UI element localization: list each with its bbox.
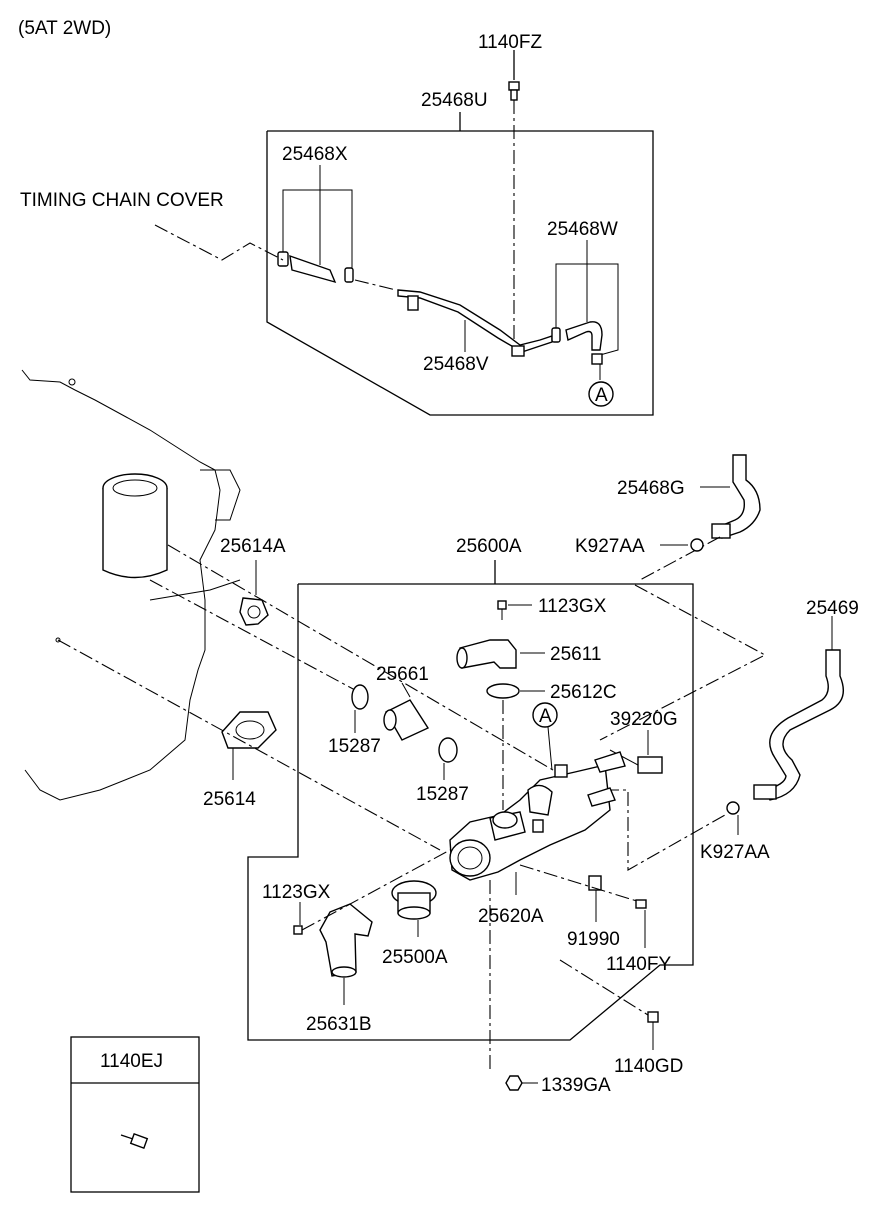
label-25468x: 25468X (282, 144, 348, 165)
label-k927aa-lower: K927AA (700, 842, 770, 863)
label-25661: 25661 (376, 664, 429, 685)
bolt-1123gx-top (497, 600, 532, 620)
upper-assembly-box (266, 112, 654, 416)
label-1140fy: 1140FY (606, 954, 671, 975)
label-ref-a-upper: A (595, 385, 608, 406)
label-1123gx-left: 1123GX (262, 882, 331, 903)
oring-15287-a (351, 684, 369, 733)
label-25612c: 25612C (550, 682, 617, 703)
bolt-1123gx-left (293, 849, 451, 935)
label-25468u: 25468U (421, 90, 488, 111)
lower-assembly-box (247, 560, 694, 1041)
label-25614: 25614 (203, 789, 256, 810)
label-25468v: 25468V (423, 354, 489, 375)
variant-label: (5AT 2WD) (18, 18, 111, 39)
bolt-1140ej-icon (120, 1133, 149, 1149)
pipe-25661 (383, 682, 430, 741)
label-k927aa-upper: K927AA (575, 536, 645, 557)
oring-25612c (486, 683, 545, 810)
hose-25468g (639, 454, 761, 581)
label-25614a: 25614A (220, 536, 286, 557)
gasket-25614a (239, 560, 269, 626)
bolt-1140fy (635, 899, 647, 948)
hose-25468x (277, 165, 354, 284)
hose-25468w (551, 240, 619, 407)
clamp-k927aa-lower (726, 801, 740, 835)
label-15287-b: 15287 (416, 784, 469, 805)
label-25500a: 25500A (382, 947, 448, 968)
label-25620a: 25620A (478, 906, 544, 927)
label-25468w: 25468W (547, 219, 618, 240)
label-25469: 25469 (806, 598, 859, 619)
bolt-1140gd (559, 959, 659, 1050)
housing-25620a (449, 751, 626, 895)
hose-25469 (753, 616, 844, 801)
label-91990: 91990 (567, 929, 620, 950)
cover-25631b (319, 903, 373, 1005)
bolt-1140fz (508, 50, 520, 340)
label-1140fz: 1140FZ (478, 32, 542, 53)
thermostat-25500a (391, 880, 437, 937)
label-1140gd: 1140GD (614, 1056, 683, 1077)
label-15287-a: 15287 (328, 736, 381, 757)
label-25600a: 25600A (456, 536, 522, 557)
label-1339ga: 1339GA (541, 1075, 611, 1096)
bracket-91990 (519, 864, 641, 922)
clamp-k927aa-upper (660, 538, 704, 552)
sensor-39220g (609, 730, 663, 774)
label-25631b: 25631B (306, 1014, 372, 1035)
label-25468g: 25468G (617, 478, 685, 499)
legend-box-1140ej: 1140EJ (70, 1036, 200, 1193)
fitting-25611 (456, 639, 545, 669)
engine-outline (21, 369, 241, 801)
label-25611: 25611 (550, 644, 601, 665)
label-1123gx-top: 1123GX (538, 596, 607, 617)
label-ref-a-lower: A (539, 706, 552, 727)
label-39220g: 39220G (610, 709, 678, 730)
ref-a-lower (532, 702, 558, 771)
gasket-25614 (221, 711, 277, 780)
pipe-25468v (354, 279, 553, 357)
legend-part-number: 1140EJ (100, 1051, 163, 1072)
label-timing-chain-cover: TIMING CHAIN COVER (20, 190, 224, 211)
nut-1339ga (489, 880, 538, 1091)
oring-15287-b (438, 737, 458, 780)
